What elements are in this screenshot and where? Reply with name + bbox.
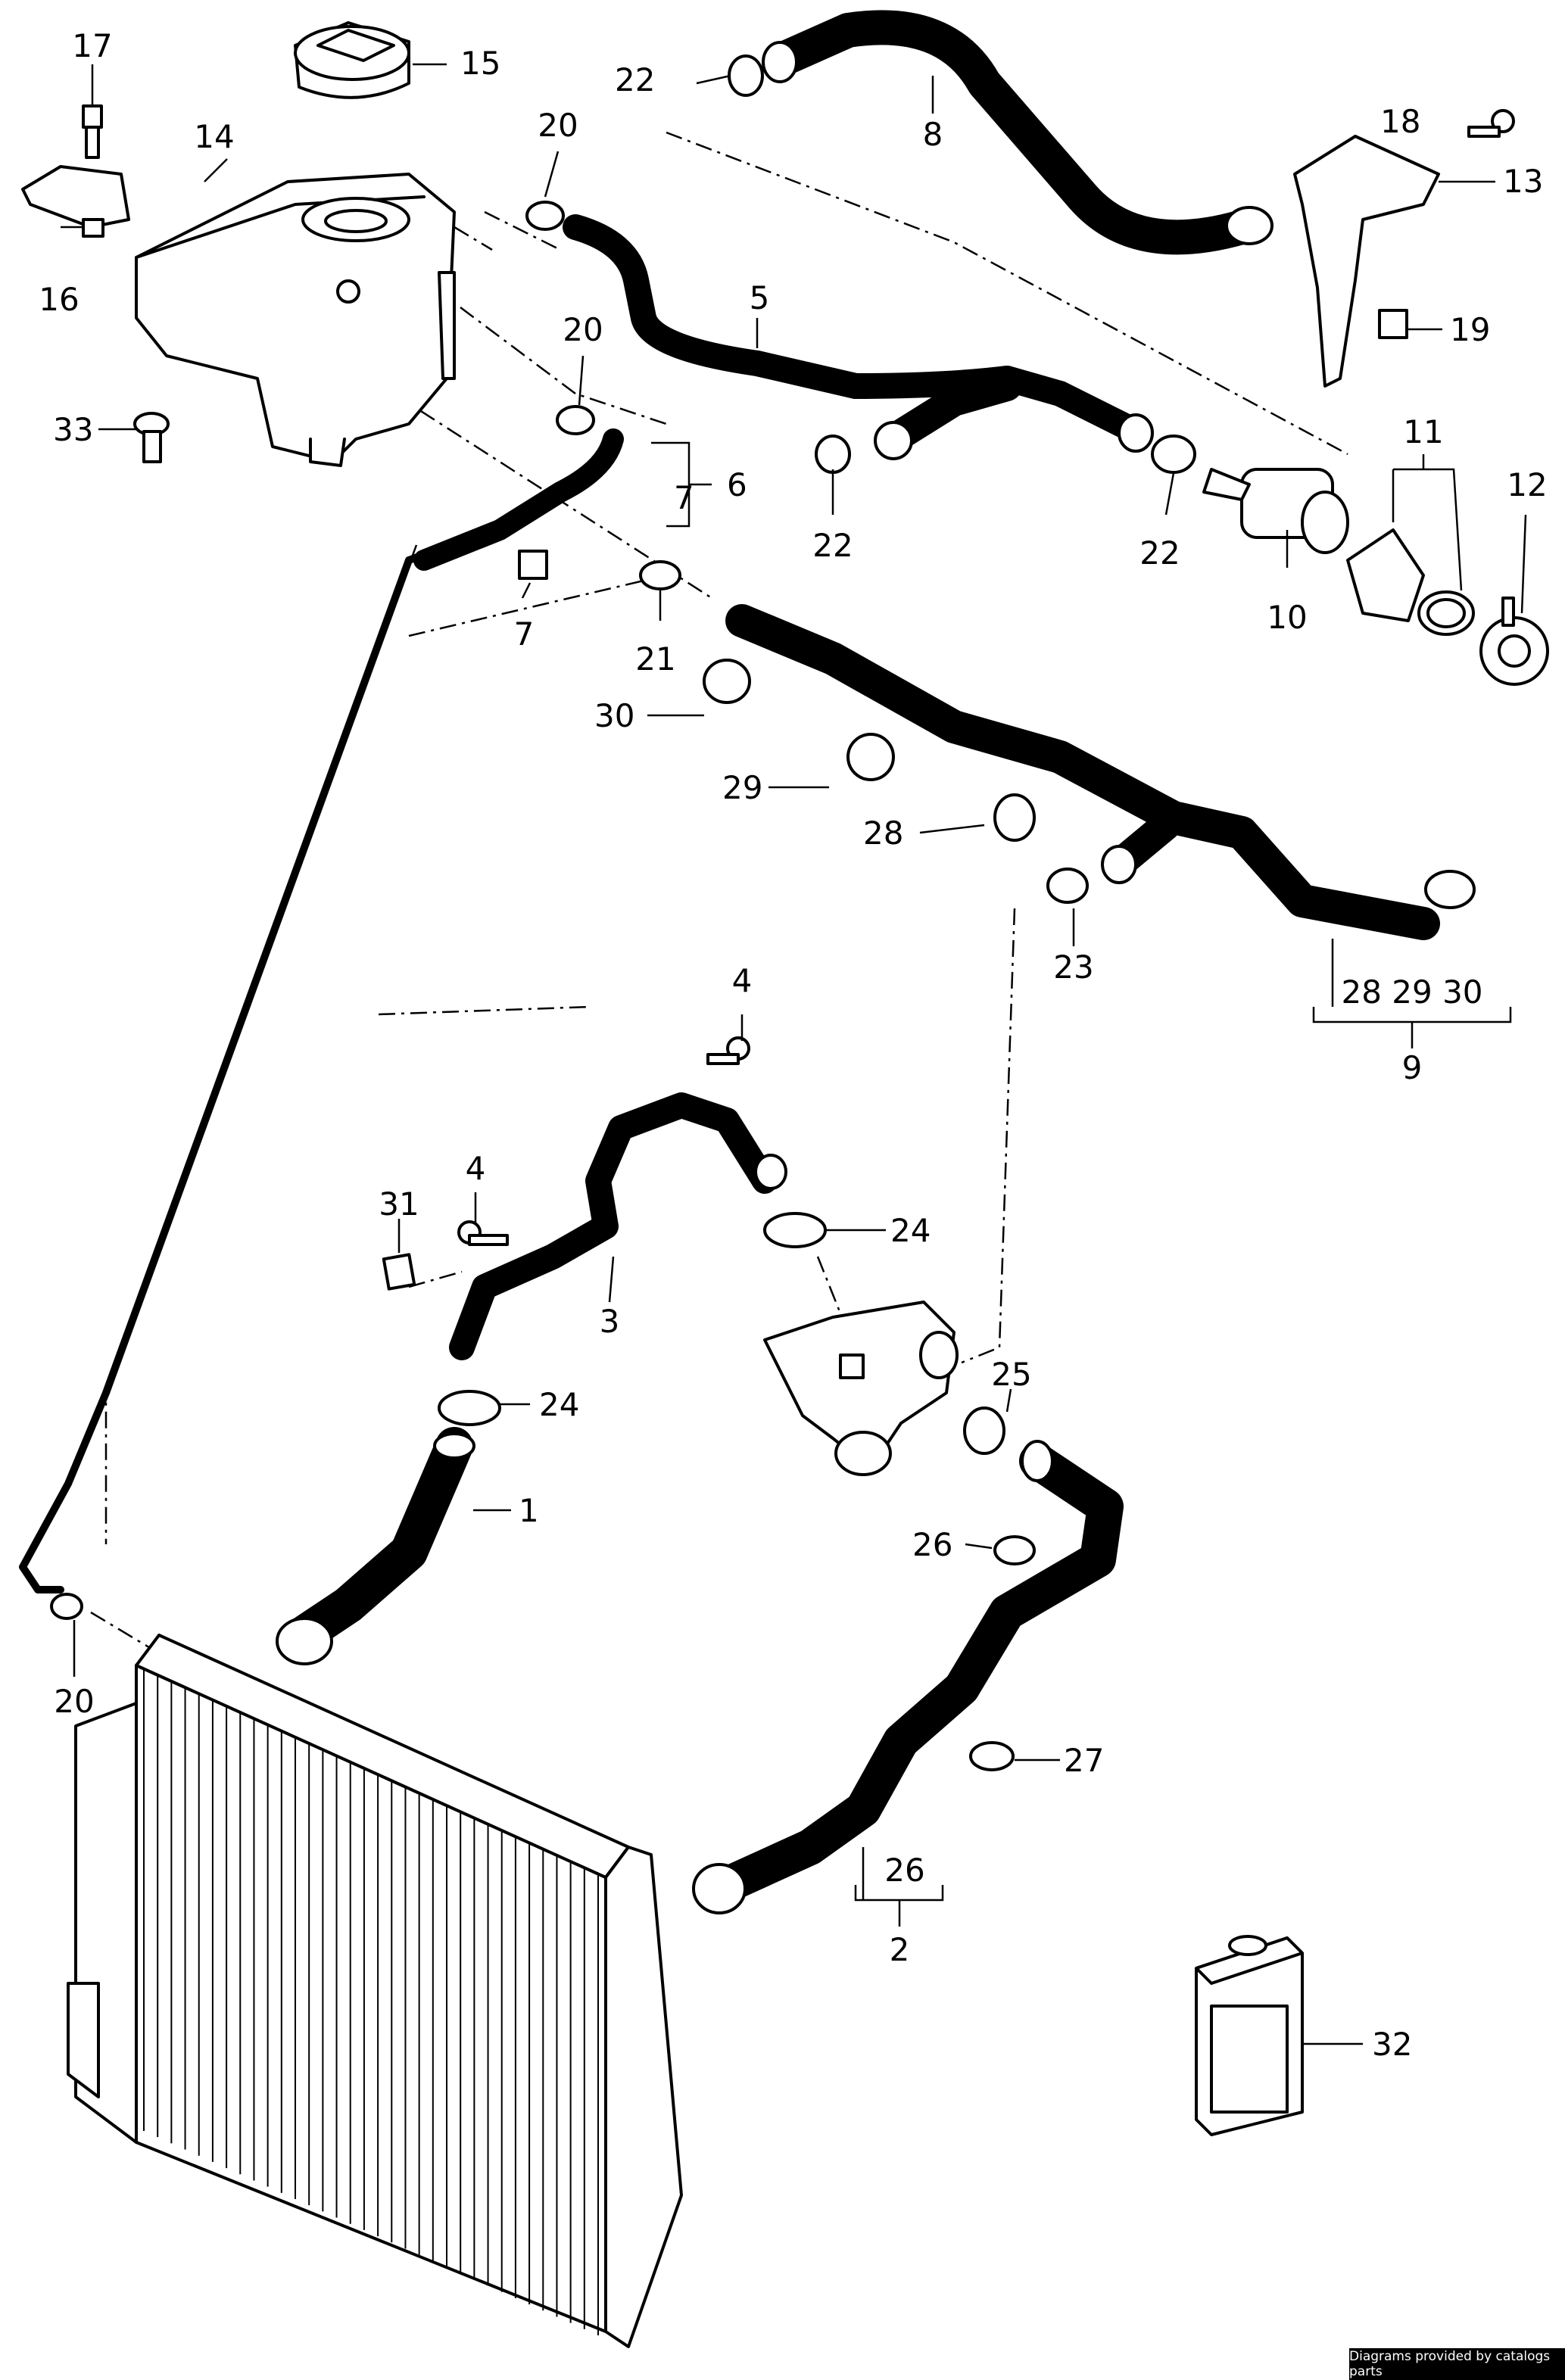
- bolt-33: [133, 412, 170, 463]
- callout-15: 15: [460, 45, 500, 82]
- callout-10: 10: [1267, 599, 1307, 636]
- flange-12: [1479, 597, 1549, 686]
- callout-13: 13: [1503, 163, 1543, 200]
- screw-4b: [457, 1220, 509, 1246]
- callout-31: 31: [379, 1185, 419, 1223]
- callout-9-group: 28 29 30: [1341, 973, 1482, 1011]
- radiator: [67, 1634, 683, 2348]
- callout-22c: 22: [1139, 534, 1180, 572]
- callout-7a: 7: [674, 479, 694, 516]
- callout-20a: 20: [538, 107, 578, 144]
- overflow-line: [19, 526, 496, 1593]
- callout-20c: 20: [54, 1683, 94, 1720]
- filler-cap: [294, 21, 410, 99]
- callout-32: 32: [1372, 2026, 1412, 2063]
- callout-8: 8: [923, 116, 943, 153]
- bracket-16: [21, 165, 130, 238]
- callout-6: 6: [727, 466, 747, 503]
- callout-5: 5: [750, 279, 770, 316]
- callout-26b: 26: [884, 1852, 924, 1889]
- callout-4b: 4: [466, 1150, 486, 1187]
- callout-21: 21: [635, 640, 675, 678]
- callout-4a: 4: [732, 962, 753, 999]
- screw-18: [1467, 109, 1515, 138]
- callout-23: 23: [1053, 949, 1093, 986]
- callout-11: 11: [1403, 413, 1443, 450]
- thermostat-housing: [763, 1301, 959, 1476]
- hose-clamps: [50, 55, 1196, 1771]
- callout-26a: 26: [912, 1526, 952, 1563]
- expansion-tank: [135, 173, 456, 467]
- bracket-13: [1293, 135, 1440, 388]
- auxiliary-water-pump: [1202, 468, 1349, 554]
- callout-2: 2: [890, 1931, 910, 1968]
- callout-3: 3: [600, 1303, 620, 1340]
- callout-27: 27: [1064, 1742, 1104, 1779]
- leader-lines: [61, 63, 1527, 2045]
- callout-16: 16: [39, 281, 79, 318]
- callout-12: 12: [1507, 466, 1547, 503]
- coolant-bottle: [1195, 1935, 1304, 2136]
- flange-11: [1346, 528, 1475, 636]
- hose-2: [709, 1443, 1124, 1903]
- bolt-17: [82, 104, 103, 159]
- callout-22a: 22: [615, 61, 655, 98]
- credit-watermark: Diagrams provided by catalogs parts: [1349, 2348, 1565, 2380]
- callout-28: 28: [863, 815, 903, 852]
- callout-14: 14: [194, 118, 234, 155]
- callout-1: 1: [519, 1492, 539, 1529]
- callout-33: 33: [53, 411, 93, 448]
- callout-25: 25: [991, 1356, 1031, 1393]
- callout-7b: 7: [514, 615, 535, 653]
- callout-20b: 20: [563, 311, 603, 348]
- callout-30: 30: [594, 697, 634, 734]
- callout-22b: 22: [812, 527, 853, 564]
- callout-24a: 24: [890, 1212, 931, 1249]
- callout-9: 9: [1402, 1049, 1423, 1086]
- callout-29: 29: [722, 769, 762, 806]
- callout-labels: 17 15 14 16 33 20 20 22 8 5 18 13 19 6 7…: [39, 27, 1547, 2063]
- callout-24b: 24: [539, 1386, 579, 1423]
- screw-4a: [706, 1036, 750, 1065]
- callout-18: 18: [1380, 103, 1420, 140]
- callout-17: 17: [72, 27, 112, 64]
- clip-31: [382, 1253, 416, 1291]
- callout-19: 19: [1450, 311, 1490, 348]
